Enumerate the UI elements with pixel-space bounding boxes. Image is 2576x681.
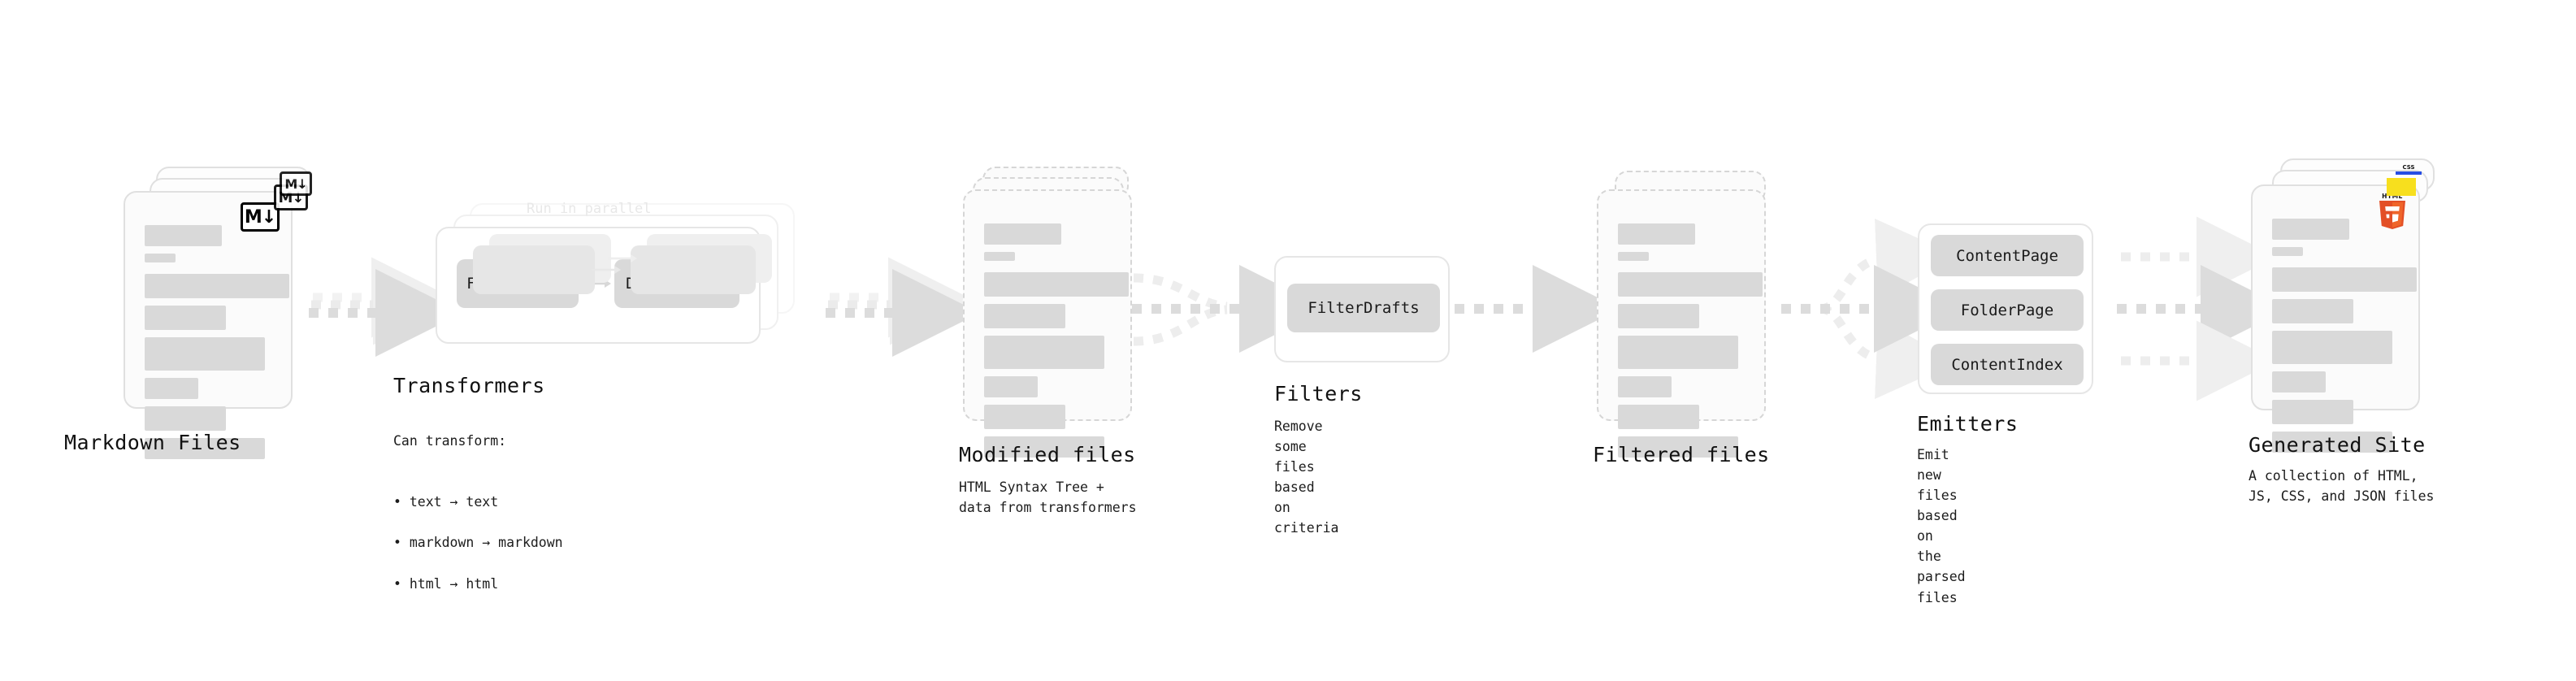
markdown-badge-icon: M↓	[241, 202, 280, 232]
doc-content-bar	[1618, 336, 1738, 369]
doc-content-bar	[2272, 299, 2353, 323]
doc-content-bar	[145, 438, 265, 459]
doc-content-bar	[1618, 436, 1738, 458]
markdown-doc-stack: M↓ M↓ M↓	[124, 167, 312, 459]
stage-title-modified-files: Modified files	[959, 443, 1136, 466]
modified-doc-stack	[963, 167, 1138, 458]
doc-content-bar	[145, 274, 289, 298]
doc-content-bar	[1618, 252, 1649, 261]
arrow-markdown-to-transformers	[309, 257, 463, 357]
svg-text:HTML: HTML	[2382, 193, 2403, 200]
doc-content-bar	[1618, 304, 1699, 328]
doc-content-bar	[1618, 272, 1763, 297]
doc-content-bar	[2272, 247, 2303, 256]
doc-content-bar	[984, 336, 1104, 369]
arrow-filtered-to-emitters	[1781, 218, 1962, 400]
doc-content-bar	[984, 272, 1129, 297]
stage-title-filters: Filters	[1274, 382, 1363, 406]
site-doc-front: HTML	[2251, 184, 2420, 453]
stage-filtered-files: Filtered files	[1593, 167, 1772, 466]
emitter-chip-folderpage[interactable]: FolderPage	[1931, 289, 2084, 331]
doc-content-bar	[145, 254, 176, 262]
doc-content-bar	[984, 376, 1038, 397]
doc-content-bar	[145, 406, 226, 431]
stage-caption-modified-files: HTML Syntax Tree + data from transformer…	[959, 479, 1137, 516]
transformer-ghost-arrows	[592, 254, 637, 274]
filtered-doc-stack	[1597, 167, 1772, 458]
doc-content-bar	[145, 337, 265, 371]
stage-generated-site: HTML CSS Generated Site A collection of …	[2249, 158, 2438, 504]
stage-caption-emitters: Emit new files based on the parsed files	[1917, 447, 1966, 605]
transformers-caption-intro: Can transform:	[393, 433, 507, 449]
filters-group-box: FilterDrafts	[1274, 256, 1450, 362]
doc-content-bar	[2272, 400, 2353, 424]
transformers-bullet-0: • text → text	[393, 494, 499, 510]
stage-caption-transformers: Can transform: • text → text • markdown …	[393, 410, 563, 635]
filtered-doc-content	[1618, 223, 1763, 465]
stage-markdown-files: M↓ M↓ M↓ Markdown Files	[64, 167, 312, 459]
filter-chip-filterdrafts[interactable]: FilterDrafts	[1287, 284, 1440, 332]
doc-content-bar	[984, 252, 1015, 261]
stage-title-markdown-files: Markdown Files	[64, 431, 241, 454]
stage-title-transformers: Transformers	[393, 374, 545, 397]
stage-caption-generated-site: A collection of HTML, JS, CSS, and JSON …	[2249, 468, 2435, 505]
arrow-modified-to-filters	[1132, 265, 1327, 353]
doc-content-bar	[1618, 405, 1699, 429]
arrow-emitters-to-site	[2117, 216, 2288, 401]
stage-title-filtered-files: Filtered files	[1593, 443, 1770, 466]
js-badge-icon	[2387, 178, 2416, 196]
doc-content-bar	[984, 436, 1104, 458]
filtered-doc-front	[1597, 189, 1766, 458]
modified-doc-front	[963, 189, 1132, 458]
doc-content-bar	[984, 304, 1065, 328]
doc-content-bar	[984, 223, 1061, 245]
transformers-bullet-1: • markdown → markdown	[393, 535, 563, 551]
stage-title-generated-site: Generated Site	[2249, 433, 2426, 457]
emitter-chip-contentindex[interactable]: ContentIndex	[1931, 344, 2084, 385]
emitters-group-box: ContentPage FolderPage ContentIndex	[1918, 223, 2093, 394]
markdown-doc-content	[145, 225, 289, 466]
transformers-bullet-list: • text → text • markdown → markdown • ht…	[393, 471, 563, 614]
doc-content-bar	[1618, 223, 1695, 245]
doc-content-bar	[2272, 219, 2349, 240]
markdown-badge-ghost-back: M↓	[280, 171, 312, 196]
markdown-doc-front: M↓	[124, 191, 293, 459]
css-badge-icon: CSS	[2396, 164, 2422, 175]
stage-title-emitters: Emitters	[1917, 412, 2019, 436]
emitter-chip-contentpage[interactable]: ContentPage	[1931, 235, 2084, 276]
stage-modified-files: Modified files HTML Syntax Tree + data f…	[959, 167, 1138, 515]
doc-content-bar	[2272, 432, 2392, 453]
transformers-bullet-2: • html → html	[393, 575, 499, 592]
stage-caption-filters: Remove some files based on criteria	[1274, 419, 1339, 536]
doc-content-bar	[145, 378, 198, 399]
doc-content-bar	[1618, 376, 1672, 397]
arrow-transformers-to-modified	[826, 257, 980, 357]
doc-content-bar	[2272, 331, 2392, 364]
svg-text:CSS: CSS	[2402, 164, 2414, 171]
doc-content-bar	[2272, 267, 2417, 292]
run-in-parallel-label: Run in parallel	[527, 201, 652, 217]
site-doc-stack: HTML CSS	[2251, 158, 2438, 453]
doc-content-bar	[2272, 371, 2326, 393]
transformer-chip-ghost-b	[473, 245, 595, 294]
doc-content-bar	[145, 225, 222, 246]
html5-badge-icon: HTML	[2379, 193, 2405, 229]
stage-transformers: Frontmatter Description Run in parallel …	[393, 167, 829, 592]
doc-content-bar	[145, 306, 226, 330]
doc-content-bar	[984, 405, 1065, 429]
site-doc-content	[2272, 219, 2417, 460]
transformer-chip-ghost-d	[631, 245, 756, 294]
modified-doc-content	[984, 223, 1129, 465]
